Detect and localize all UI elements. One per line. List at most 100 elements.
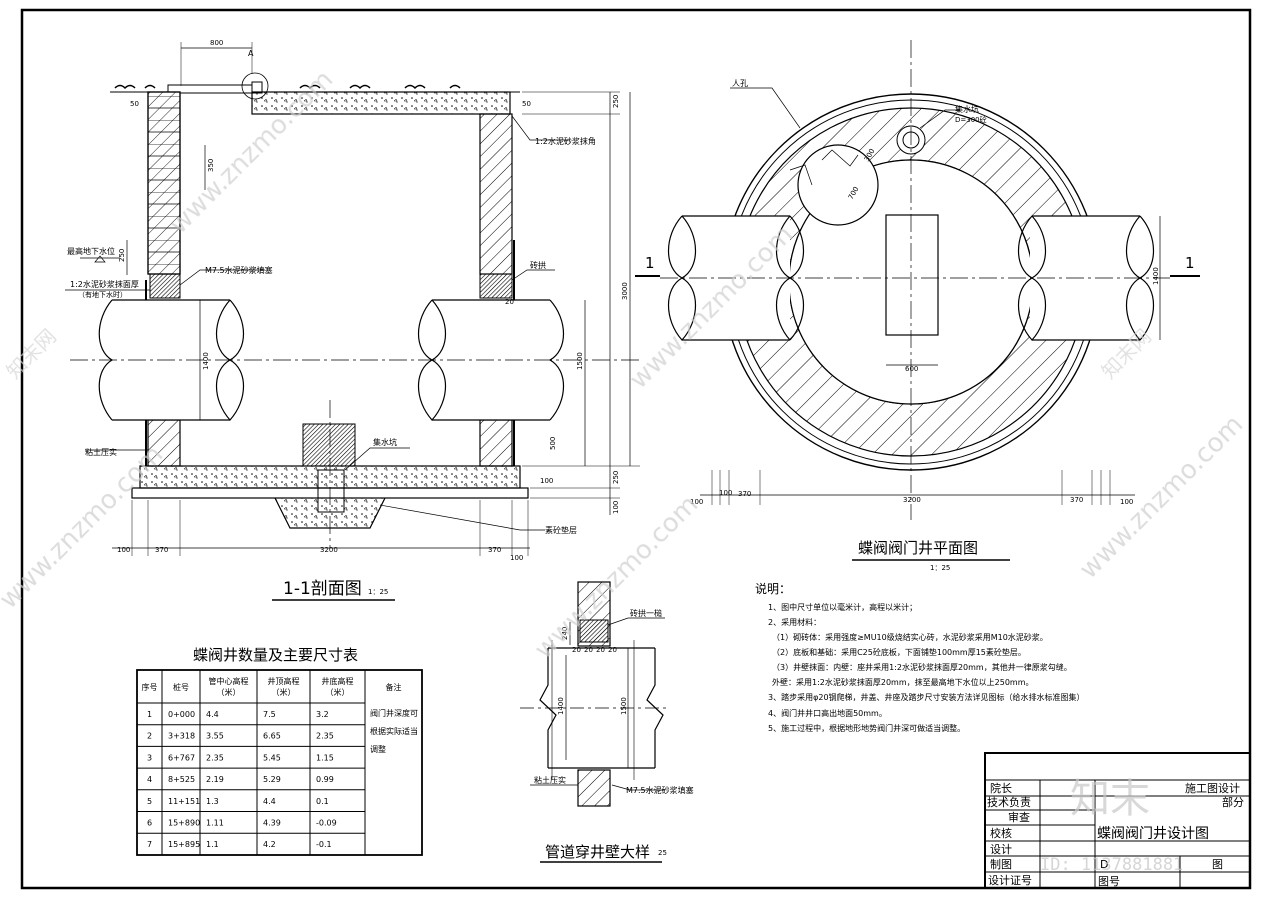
- table-cell: 11+151: [168, 797, 200, 806]
- section-mark-right: 1: [1185, 254, 1195, 272]
- watermark-site-2: www.znzmo.com: [529, 490, 704, 665]
- table-cell: 8+525: [168, 775, 195, 784]
- tb-code-fragment: D: [1100, 858, 1108, 871]
- table-cell: 3.55: [206, 732, 224, 741]
- table-cell: 4.4: [263, 797, 276, 806]
- section-scale: 1：25: [368, 588, 388, 596]
- dim-250-left: 250: [118, 249, 126, 262]
- table-cell: 15+895: [168, 840, 200, 849]
- dim-100-base: 100: [612, 501, 620, 514]
- label-manhole: 人孔: [732, 79, 748, 88]
- detail-dim-20c: 20: [596, 646, 605, 654]
- table-cell: 6+767: [168, 753, 195, 762]
- table-cell: 1.11: [206, 819, 224, 828]
- table-cell: 2.19: [206, 775, 224, 784]
- tb-stage: 施工图设计: [1185, 782, 1240, 795]
- detail-label-m75: M7.5水泥砂浆填塞: [626, 785, 694, 795]
- table-header-unit: （米）: [326, 687, 350, 697]
- plan-title: 蝶阀阀门井平面图: [858, 539, 978, 557]
- table-cell: 4.2: [263, 840, 276, 849]
- tb-dept: 部分: [1222, 795, 1244, 809]
- table-cell: 15+890: [168, 819, 200, 828]
- table-cell: 0.1: [316, 797, 329, 806]
- remark-line-0: 阀门井深度可: [370, 708, 418, 718]
- label-cement-corner: 1:2水泥砂浆抹角: [535, 136, 596, 146]
- dim-350: 350: [207, 159, 215, 172]
- dim-1500: 1500: [576, 352, 584, 370]
- plan-scale: 1：25: [930, 564, 950, 572]
- sheet-border: [20, 8, 1252, 890]
- detail-title: 管道穿井壁大样: [545, 843, 650, 861]
- detail-dim-20a: 20: [572, 646, 581, 654]
- watermark-brand: 知末: [1070, 776, 1150, 822]
- table-cell: 4: [147, 775, 152, 784]
- table-cell: 4.39: [263, 819, 281, 828]
- dim-600: 600: [905, 365, 918, 373]
- dim-plan-left-small: 100: [719, 489, 732, 497]
- remark-line-1: 根据实际适当: [370, 726, 418, 736]
- notes-heading: 说明：: [755, 581, 791, 596]
- dim-plan-bottom-2: 3200: [903, 496, 921, 504]
- label-groundwater: 最高地下水位: [67, 246, 115, 256]
- table-cell: 0+000: [168, 710, 195, 719]
- table-cell: -0.1: [316, 840, 332, 849]
- detail-dim-240: 240: [561, 627, 569, 640]
- tb-row-3: 校核: [990, 826, 1012, 840]
- table-cell: 5.29: [263, 775, 281, 784]
- tb-code-fragment2: 图: [1212, 858, 1223, 871]
- tb-row-5: 制图: [990, 858, 1012, 871]
- section-view: 800 A 50 50 250 350 250 3000 1400 1500 5…: [65, 39, 640, 601]
- detail-dim-1500: 1500: [620, 697, 628, 715]
- dim-plan-bottom-4: 100: [1120, 498, 1133, 506]
- watermark-site-4: www.znzmo.com: [1074, 410, 1249, 585]
- detail-label-arch: 砖拱一槌: [630, 608, 662, 618]
- dim-250-base: 250: [612, 471, 620, 484]
- label-sump: 集水坑: [373, 437, 397, 447]
- detail-dim-1400: 1400: [557, 697, 565, 715]
- section-mark-left: 1: [645, 254, 655, 272]
- table-cell: 1.1: [206, 840, 219, 849]
- label-clay: 粘土压实: [85, 447, 117, 457]
- dim-1400: 1400: [202, 352, 210, 370]
- table-cell: 3+318: [168, 732, 195, 741]
- detail-view: 砖拱一槌 240 1400 1500 20 20 20 20 粘土压实 M7.5…: [520, 581, 694, 863]
- table-cell: 7.5: [263, 710, 276, 719]
- table-cell: 2.35: [316, 732, 334, 741]
- note-line-5: 外壁：采用1:2水泥砂浆抹面厚20mm，抹至最高地下水位以上250mm。: [772, 677, 1034, 687]
- table-cell: 3.2: [316, 710, 329, 719]
- table-cell: 5.45: [263, 753, 281, 762]
- section-title: 1-1剖面图: [283, 579, 362, 599]
- note-line-1: 2、采用材料：: [768, 617, 821, 627]
- tb-row-0: 院长: [990, 781, 1012, 795]
- table-title: 蝶阀井数量及主要尺寸表: [193, 646, 358, 664]
- dim-plan-bottom-3: 370: [1070, 496, 1083, 504]
- table-header-unit: （米）: [272, 687, 296, 697]
- detail-dim-20d: 20: [608, 646, 617, 654]
- dim-bottom-2: 3200: [320, 546, 338, 554]
- table-cell: 1.15: [316, 753, 334, 762]
- note-line-6: 3、踏步采用φ20钢爬梯，井盖、井座及踏步尺寸安装方法详见图标（给水排水标准图集…: [768, 692, 1085, 702]
- note-line-2: （1）砌砖体：采用强度≥MU10级烧结实心砖，水泥砂浆采用M10水泥砂浆。: [772, 632, 1048, 642]
- dim-bottom-0: 100: [117, 546, 130, 554]
- table-cell: 3: [147, 753, 152, 762]
- watermark-site-1: www.znzmo.com: [164, 65, 339, 240]
- tb-row-4: 设计: [990, 843, 1012, 856]
- label-plan-sump: 集水坑: [955, 104, 979, 114]
- tb-row-6: 设计证号: [988, 874, 1032, 887]
- table-cell: 4.4: [206, 710, 219, 719]
- dim-100-right: 100: [540, 477, 553, 485]
- label-plaster-sub: （有地下水时）: [78, 290, 127, 299]
- dim-plan-bottom-1: 370: [738, 490, 751, 498]
- note-line-4: （3）井壁抹面：内壁：座井采用1:2水泥砂浆抹面厚20mm，其他井一律原浆勾缝。: [772, 662, 1072, 672]
- dim-bottom-3: 370: [488, 546, 501, 554]
- table-cell: 1.3: [206, 797, 219, 806]
- label-m75: M7.5水泥砂浆填塞: [205, 265, 273, 275]
- notes: 说明： 1、图中尺寸单位以毫米计，高程以米计； 2、采用材料： （1）砌砖体：采…: [755, 581, 1085, 733]
- tb-row-2: 审查: [1008, 810, 1030, 824]
- table-header: 序号: [142, 682, 158, 692]
- note-line-7: 4、阀门井井口高出地面50mm。: [768, 708, 887, 718]
- detail-dim-20b: 20: [584, 646, 593, 654]
- watermark-id: ID: 1137881881: [1040, 855, 1183, 875]
- dim-250-top: 250: [612, 95, 620, 108]
